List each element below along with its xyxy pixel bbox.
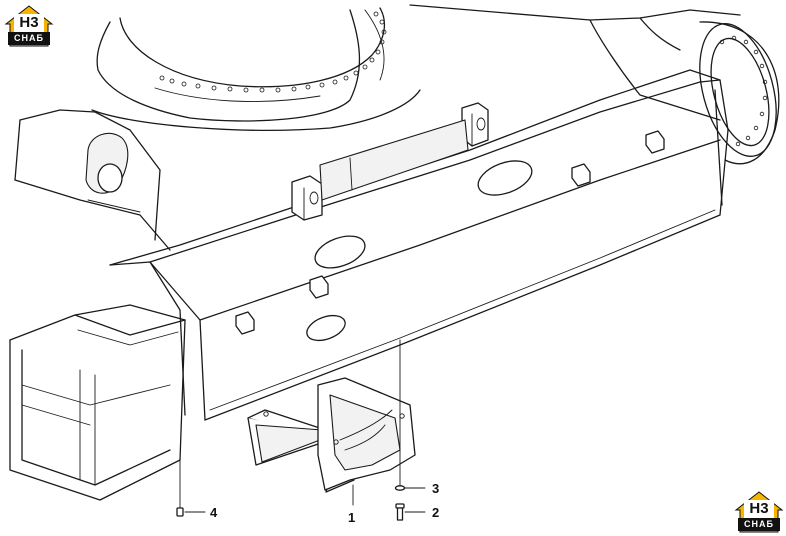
right-ring-bolts — [719, 35, 768, 147]
part-3-washer — [394, 485, 406, 491]
brand-logo-bottom: Н3 СНАБ — [734, 490, 784, 534]
part-2-bolt — [395, 503, 405, 521]
beam-end-box — [9, 304, 186, 501]
brand-logo-top: Н3 СНАБ — [4, 4, 54, 48]
part-4-pin — [176, 507, 184, 517]
logo-mark: Н3 — [749, 500, 769, 517]
part-1-bracket — [247, 377, 416, 493]
callout-2: 2 — [432, 505, 439, 520]
logo-caption: СНАБ — [8, 32, 50, 45]
logo-mark: Н3 — [19, 14, 39, 31]
beam-lightening-holes — [306, 160, 533, 342]
main-beam — [109, 69, 729, 421]
beam-small-lugs — [235, 130, 665, 335]
right-rear-arm — [409, 4, 780, 165]
turntable-ring — [91, 7, 421, 131]
left-upper-arm — [14, 109, 171, 251]
ring-bolt-holes — [159, 11, 387, 93]
callout-3: 3 — [432, 481, 439, 496]
callout-4: 4 — [210, 505, 218, 520]
beam-mount-brackets — [291, 102, 489, 221]
leader-lines — [179, 339, 426, 513]
callout-1: 1 — [348, 510, 355, 525]
logo-caption: СНАБ — [738, 518, 780, 531]
